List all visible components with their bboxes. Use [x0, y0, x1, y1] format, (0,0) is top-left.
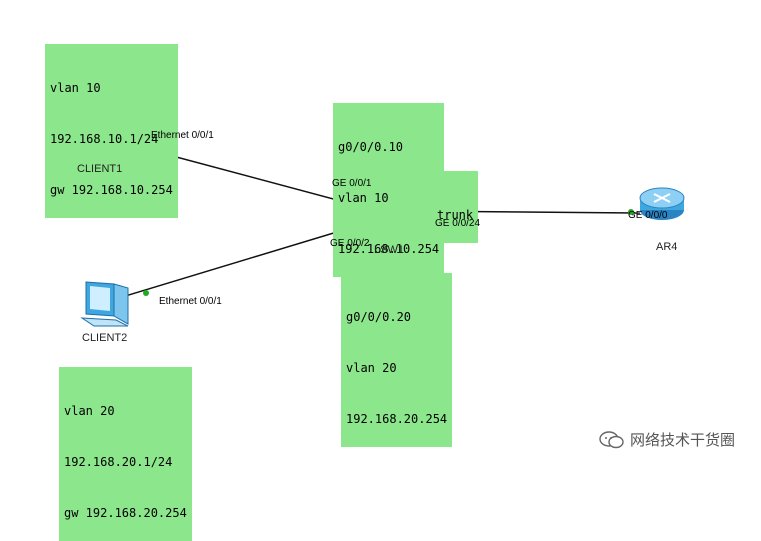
sub20-interface: g0/0/0.20 — [346, 310, 412, 324]
wechat-icon — [599, 430, 624, 448]
sub10-interface: g0/0/0.10 — [338, 140, 404, 154]
sub20-vlan: vlan 20 — [346, 361, 397, 375]
client1-vlan: vlan 10 — [50, 81, 101, 95]
sub10-ip: 192.168.10.254 — [338, 242, 440, 256]
trunk-label: trunk — [437, 208, 474, 222]
link-client2-lsw1 — [121, 221, 371, 298]
client1-ip: 192.168.10.1/24 — [50, 132, 159, 146]
subinterface-10-note: g0/0/0.10 vlan 10 192.168.10.254 — [333, 103, 445, 277]
lsw1-ge2-label: GE 0/0/2 — [330, 238, 370, 249]
client1-name: CLIENT1 — [77, 163, 123, 175]
lsw1-ge1-label: GE 0/0/1 — [332, 178, 372, 189]
sub20-ip: 192.168.20.254 — [346, 412, 448, 426]
client2-config-note: vlan 20 192.168.20.1/24 gw 192.168.20.25… — [59, 367, 192, 541]
client1-config-note: vlan 10 192.168.10.1/24 gw 192.168.10.25… — [45, 44, 178, 218]
pc-icon[interactable] — [80, 281, 129, 327]
ar4-name: AR4 — [656, 241, 678, 253]
client2-gateway: gw 192.168.20.254 — [64, 506, 187, 520]
port-dot-ar4-ge0 — [628, 209, 634, 215]
ar4-ge0-label: GE 0/0/0 — [628, 210, 668, 221]
sub10-vlan: vlan 10 — [338, 191, 389, 205]
client1-port-label: Ethernet 0/0/1 — [151, 130, 214, 141]
watermark-text: 网络技术干货圈 — [629, 431, 735, 449]
client1-gateway: gw 192.168.10.254 — [50, 183, 173, 197]
client2-port-label: Ethernet 0/0/1 — [159, 296, 222, 307]
trunk-note: trunk — [432, 171, 479, 243]
watermark: 网络技术干货圈 — [599, 429, 735, 450]
lsw1-ge24-label: GE 0/0/24 — [435, 218, 481, 229]
client2-name: CLIENT2 — [82, 332, 128, 344]
router-icon[interactable] — [639, 187, 685, 220]
port-dot-client2 — [143, 290, 149, 296]
client2-vlan: vlan 20 — [64, 404, 115, 418]
client2-ip: 192.168.20.1/24 — [64, 455, 173, 469]
lsw1-name: LSW1 — [374, 244, 404, 256]
subinterface-20-note: g0/0/0.20 vlan 20 192.168.20.254 — [341, 273, 453, 447]
